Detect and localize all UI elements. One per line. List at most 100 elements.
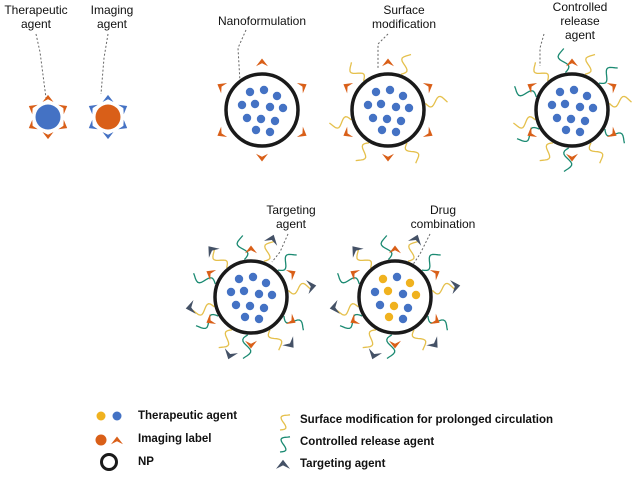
np-ring	[224, 72, 300, 148]
drug-dot	[254, 314, 264, 324]
drug-dot	[403, 303, 413, 313]
drug-dot	[231, 300, 241, 310]
drug-dot	[555, 87, 565, 97]
surface-chain	[212, 249, 229, 269]
surface-chain	[424, 95, 448, 108]
surface-chain	[267, 329, 283, 351]
drug-dot	[371, 87, 381, 97]
imaging-chevron	[382, 58, 394, 67]
surface-chain	[356, 249, 373, 269]
drug-dot	[265, 127, 275, 137]
imaging-chevron	[566, 153, 578, 162]
drug-dot	[248, 272, 258, 282]
release-chain	[192, 273, 216, 285]
drug-dot	[376, 99, 386, 109]
surface-chain	[608, 95, 632, 108]
legend-blue-dot	[112, 411, 122, 421]
release-chain	[380, 235, 393, 261]
imaging-chevron	[296, 82, 307, 94]
imaging-chevron	[389, 245, 401, 254]
legend-controlled-release-agent: Controlled release agent	[300, 436, 435, 448]
release-chain	[277, 253, 297, 272]
drug-dot	[256, 114, 266, 124]
imaging-chevron	[389, 340, 401, 349]
drug-dot	[250, 99, 260, 109]
imaging-chevron	[527, 82, 538, 94]
legend-imaging-label: Imaging label	[138, 433, 212, 445]
release-chain	[513, 86, 537, 98]
imaging-chevron	[296, 126, 307, 138]
drug-dot	[261, 278, 271, 288]
surface-chain	[513, 116, 536, 129]
imaging-chevron	[217, 82, 228, 94]
blue-chevron	[88, 104, 98, 115]
imaging-chevron	[566, 58, 578, 67]
imaging-chevron	[422, 82, 433, 94]
targeting-chevron	[224, 348, 238, 360]
surface-chain	[411, 329, 427, 351]
drug-dot	[259, 303, 269, 313]
drug-dot	[391, 127, 401, 137]
drug-dot	[398, 314, 408, 324]
drug-dot	[575, 102, 585, 112]
np-controlled-release	[513, 48, 632, 173]
np-surface-modification	[329, 53, 448, 164]
drug-dot	[580, 116, 590, 126]
targeting-chevron	[264, 234, 278, 246]
blue-chevron	[118, 104, 128, 115]
drug-dot	[375, 300, 385, 310]
legend-yellow-dot	[96, 411, 106, 421]
surface-chain	[336, 303, 359, 316]
targeting-chevron	[282, 336, 294, 348]
particles-layer	[28, 48, 632, 360]
imaging-chevron	[350, 269, 361, 281]
imaging-chevron	[429, 313, 440, 325]
imaging-agent-particle	[88, 94, 128, 140]
surface-chain	[588, 142, 604, 164]
drug-dot	[405, 278, 415, 288]
leader-imaging	[100, 33, 109, 95]
release-chain	[427, 315, 449, 331]
targeting-chevron	[352, 246, 364, 258]
surface-chain	[263, 240, 275, 262]
surface-chain	[355, 142, 370, 162]
leader-lines	[35, 29, 545, 273]
drug-dot	[242, 113, 252, 123]
np-targeting	[185, 234, 317, 360]
drug-dot	[561, 125, 571, 135]
surface-chain	[192, 303, 215, 316]
release-chain	[421, 253, 441, 272]
imaging-chevron	[606, 82, 617, 94]
imaging-chevron	[285, 313, 296, 325]
drug-dot	[389, 301, 399, 311]
drug-dot	[382, 114, 392, 124]
imaging-chevron	[350, 313, 361, 325]
release-chain	[242, 334, 252, 360]
drug-dot	[265, 102, 275, 112]
imaging-chevron	[429, 269, 440, 281]
release-chain	[557, 48, 570, 74]
drug-dot	[363, 100, 373, 110]
surface-chain	[218, 329, 233, 349]
leader-controlled	[539, 33, 545, 66]
np-ring	[213, 259, 289, 335]
drug-dot	[226, 287, 236, 297]
targeting-chevron	[408, 234, 422, 246]
surface-chain	[431, 282, 455, 295]
release-chain	[283, 315, 305, 331]
drug-dot	[377, 125, 387, 135]
targeting-chevron	[185, 300, 196, 314]
release-chain	[516, 126, 540, 143]
imaging-chevron	[206, 269, 217, 281]
surface-chain	[539, 142, 554, 162]
imaging-chevron	[58, 104, 68, 115]
drug-dot	[392, 272, 402, 282]
np-ring	[350, 72, 426, 148]
drug-dot	[259, 85, 269, 95]
surface-chain	[349, 62, 366, 82]
drug-dot	[560, 99, 570, 109]
leader-surface	[377, 33, 389, 68]
drug-dot	[404, 103, 414, 113]
